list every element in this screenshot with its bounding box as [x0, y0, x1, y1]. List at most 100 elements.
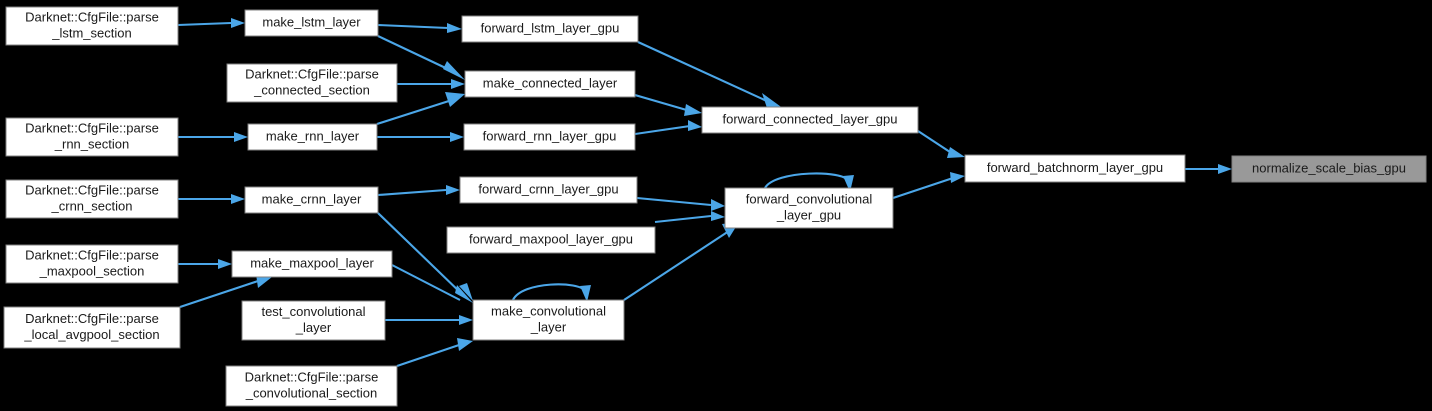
edge-forward_crnn_layer_gpu-to-forward_convolutional_layer_gpu — [636, 196, 725, 211]
node-box[interactable] — [244, 9, 379, 37]
node-box[interactable] — [463, 123, 636, 151]
edge-make_crnn_layer-to-forward_crnn_layer_gpu — [377, 185, 460, 197]
node-make_crnn_layer[interactable]: make_crnn_layer — [244, 186, 379, 214]
node-make_lstm_layer[interactable]: make_lstm_layer — [244, 9, 379, 37]
edge-parse_lstm_section-to-make_lstm_layer — [177, 18, 245, 28]
edge-line — [892, 177, 954, 199]
edge-line — [764, 172, 850, 189]
edge-parse_maxpool_section-to-make_maxpool_layer — [178, 259, 232, 269]
arrowhead-icon — [684, 104, 702, 116]
arrowhead-icon — [711, 199, 725, 211]
node-box[interactable] — [241, 300, 386, 341]
node-label: normalize_scale_bias_gpu — [1252, 160, 1406, 175]
node-label: _layer — [530, 319, 567, 334]
arrowhead-icon — [231, 18, 245, 28]
node-forward_rnn_layer_gpu[interactable]: forward_rnn_layer_gpu — [463, 123, 636, 151]
edge-line — [377, 212, 465, 297]
node-box[interactable] — [5, 117, 179, 157]
arrowhead-icon — [231, 194, 245, 204]
node-label: Darknet::CfgFile::parse — [25, 247, 159, 262]
node-parse_convolutional_section[interactable]: Darknet::CfgFile::parse_convolutional_se… — [225, 365, 398, 407]
edge-line — [177, 21, 232, 27]
nodes-layer: Darknet::CfgFile::parse_lstm_sectionmake… — [3, 6, 1427, 407]
edge-line — [634, 93, 691, 113]
node-parse_rnn_section[interactable]: Darknet::CfgFile::parse_rnn_section — [5, 117, 179, 157]
node-label: test_convolutional — [261, 304, 365, 319]
node-forward_batchnorm_layer_gpu[interactable]: forward_batchnorm_layer_gpu — [964, 154, 1186, 183]
node-box[interactable] — [225, 365, 398, 407]
node-make_maxpool_layer[interactable]: make_maxpool_layer — [231, 250, 393, 278]
node-box[interactable] — [5, 244, 179, 284]
arrowhead-icon — [843, 175, 854, 192]
node-box[interactable] — [5, 6, 179, 46]
edge-line — [512, 283, 586, 301]
edge-line — [917, 130, 954, 155]
edge-parse_crnn_section-to-make_crnn_layer — [178, 194, 245, 204]
arrowhead-icon — [459, 283, 473, 301]
node-parse_lstm_section[interactable]: Darknet::CfgFile::parse_lstm_section — [5, 6, 179, 46]
edge-forward_connected_layer_gpu-to-forward_batchnorm_layer_gpu — [917, 130, 965, 158]
edge-line — [623, 230, 730, 301]
edge-make_convolutional_layer-to-make_convolutional_layer — [512, 283, 591, 302]
node-make_rnn_layer[interactable]: make_rnn_layer — [247, 123, 378, 151]
node-box[interactable] — [461, 15, 639, 43]
node-parse_maxpool_section[interactable]: Darknet::CfgFile::parse_maxpool_section — [5, 244, 179, 284]
arrowhead-icon — [711, 211, 725, 221]
node-box[interactable] — [724, 187, 894, 229]
edge-make_crnn_layer-to-make_convolutional_layer — [377, 212, 473, 301]
node-box[interactable] — [459, 176, 638, 204]
node-label: Darknet::CfgFile::parse — [25, 182, 159, 197]
edge-parse_rnn_section-to-make_rnn_layer — [178, 132, 248, 142]
node-make_connected_layer[interactable]: make_connected_layer — [464, 70, 636, 98]
node-label: Darknet::CfgFile::parse — [25, 311, 159, 326]
node-parse_crnn_section[interactable]: Darknet::CfgFile::parse_crnn_section — [5, 179, 179, 219]
edge-forward_batchnorm_layer_gpu-to-normalize_scale_bias_gpu — [1185, 164, 1232, 174]
arrowhead-icon — [443, 61, 465, 80]
edge-line — [637, 41, 770, 103]
node-label: _crnn_section — [51, 198, 133, 213]
node-box[interactable] — [3, 306, 181, 349]
edge-make_lstm_layer-to-forward_lstm_layer_gpu — [377, 23, 462, 33]
node-parse_connected_section[interactable]: Darknet::CfgFile::parse_connected_sectio… — [226, 63, 398, 103]
node-label: forward_lstm_layer_gpu — [481, 20, 620, 35]
node-label: make_convolutional — [491, 303, 606, 318]
arrowhead-icon — [446, 185, 460, 195]
node-normalize_scale_bias_gpu[interactable]: normalize_scale_bias_gpu — [1231, 155, 1427, 183]
node-label: forward_crnn_layer_gpu — [478, 181, 618, 196]
node-label: forward_maxpool_layer_gpu — [469, 231, 633, 246]
edge-forward_lstm_layer_gpu-to-forward_connected_layer_gpu — [637, 41, 784, 111]
arrowhead-icon — [447, 23, 462, 33]
node-make_convolutional_layer[interactable]: make_convolutional_layer — [472, 299, 625, 341]
node-label: make_lstm_layer — [262, 14, 361, 29]
edge-line — [396, 344, 460, 367]
node-forward_connected_layer_gpu[interactable]: forward_connected_layer_gpu — [701, 106, 919, 134]
arrowhead-icon — [455, 285, 473, 303]
node-box[interactable] — [244, 186, 379, 214]
node-forward_maxpool_layer_gpu[interactable]: forward_maxpool_layer_gpu — [446, 226, 656, 254]
node-box[interactable] — [231, 250, 393, 278]
node-box[interactable] — [701, 106, 919, 134]
node-forward_convolutional_layer_gpu[interactable]: forward_convolutional_layer_gpu — [724, 187, 894, 229]
node-box[interactable] — [226, 63, 398, 103]
node-label: make_connected_layer — [483, 75, 618, 90]
node-box[interactable] — [5, 179, 179, 219]
edge-line — [376, 98, 453, 126]
node-label: make_maxpool_layer — [250, 255, 374, 270]
node-box[interactable] — [472, 299, 625, 341]
node-forward_crnn_layer_gpu[interactable]: forward_crnn_layer_gpu — [459, 176, 638, 204]
node-box[interactable] — [446, 226, 656, 254]
edge-make_connected_layer-to-forward_connected_layer_gpu — [634, 93, 702, 116]
node-box[interactable] — [1231, 155, 1427, 183]
edge-line — [377, 188, 447, 197]
node-box[interactable] — [964, 154, 1186, 183]
node-label: forward_convolutional — [746, 191, 873, 206]
node-test_convolutional_layer[interactable]: test_convolutional_layer — [241, 300, 386, 341]
node-forward_lstm_layer_gpu[interactable]: forward_lstm_layer_gpu — [461, 15, 639, 43]
node-box[interactable] — [464, 70, 636, 98]
edge-forward_maxpool_layer_gpu-to-forward_convolutional_layer_gpu — [654, 211, 725, 224]
node-box[interactable] — [247, 123, 378, 151]
edge-parse_convolutional_section-to-make_convolutional_layer — [396, 338, 473, 367]
node-label: _rnn_section — [54, 136, 129, 151]
node-parse_local_avgpool_section[interactable]: Darknet::CfgFile::parse_local_avgpool_se… — [3, 306, 181, 349]
